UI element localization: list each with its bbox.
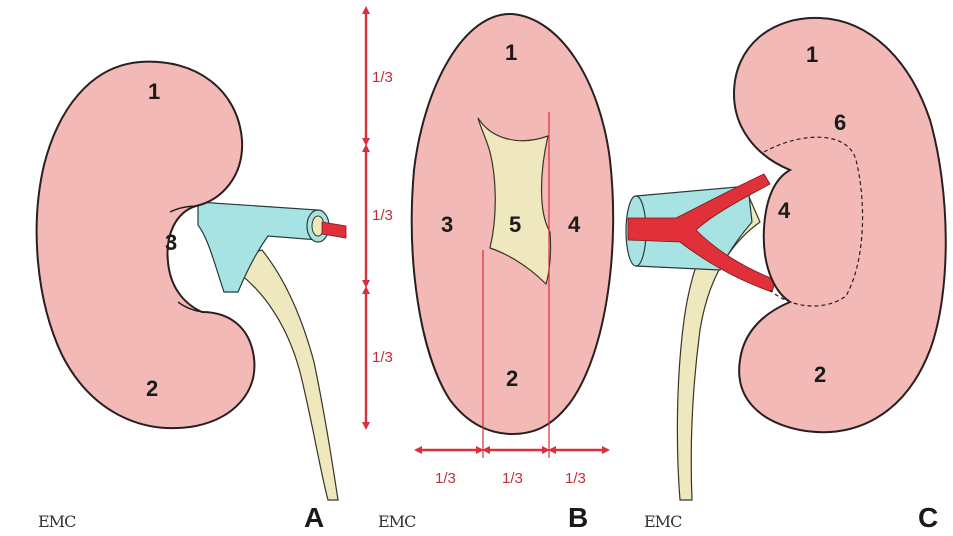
label-c-4: 4 bbox=[778, 198, 791, 223]
vertical-fraction-1: 1/3 bbox=[372, 69, 393, 86]
horizontal-fraction-1: 1/3 bbox=[435, 470, 456, 487]
panel-a: 1 3 2 EMC A bbox=[37, 62, 346, 533]
label-b-5: 5 bbox=[509, 212, 521, 237]
label-b-1: 1 bbox=[505, 40, 517, 65]
panel-b: 1 3 5 4 2 1/3 1/3 1/3 1/3 1/3 1/3 EMC B bbox=[366, 10, 613, 533]
label-c-1: 1 bbox=[806, 42, 818, 67]
label-a-3: 3 bbox=[165, 230, 177, 255]
label-b-4: 4 bbox=[568, 212, 581, 237]
vertical-fraction-2: 1/3 bbox=[372, 207, 393, 224]
panel-letter-a: A bbox=[304, 502, 324, 533]
kidney-c bbox=[734, 18, 946, 432]
label-c-6: 6 bbox=[834, 110, 846, 135]
label-c-2: 2 bbox=[814, 362, 826, 387]
emc-logo-c: EMC bbox=[644, 512, 682, 531]
panel-letter-b: B bbox=[568, 502, 588, 533]
vertical-fraction-3: 1/3 bbox=[372, 349, 393, 366]
label-a-2: 2 bbox=[146, 376, 158, 401]
horizontal-fraction-2: 1/3 bbox=[502, 470, 523, 487]
label-a-1: 1 bbox=[148, 79, 160, 104]
panel-letter-c: C bbox=[918, 502, 938, 533]
emc-logo-a: EMC bbox=[38, 512, 76, 531]
horizontal-fraction-3: 1/3 bbox=[565, 470, 586, 487]
panel-c: 1 6 4 2 EMC C bbox=[626, 18, 946, 533]
emc-logo-b: EMC bbox=[378, 512, 416, 531]
label-b-2: 2 bbox=[506, 366, 518, 391]
label-b-3: 3 bbox=[441, 212, 453, 237]
